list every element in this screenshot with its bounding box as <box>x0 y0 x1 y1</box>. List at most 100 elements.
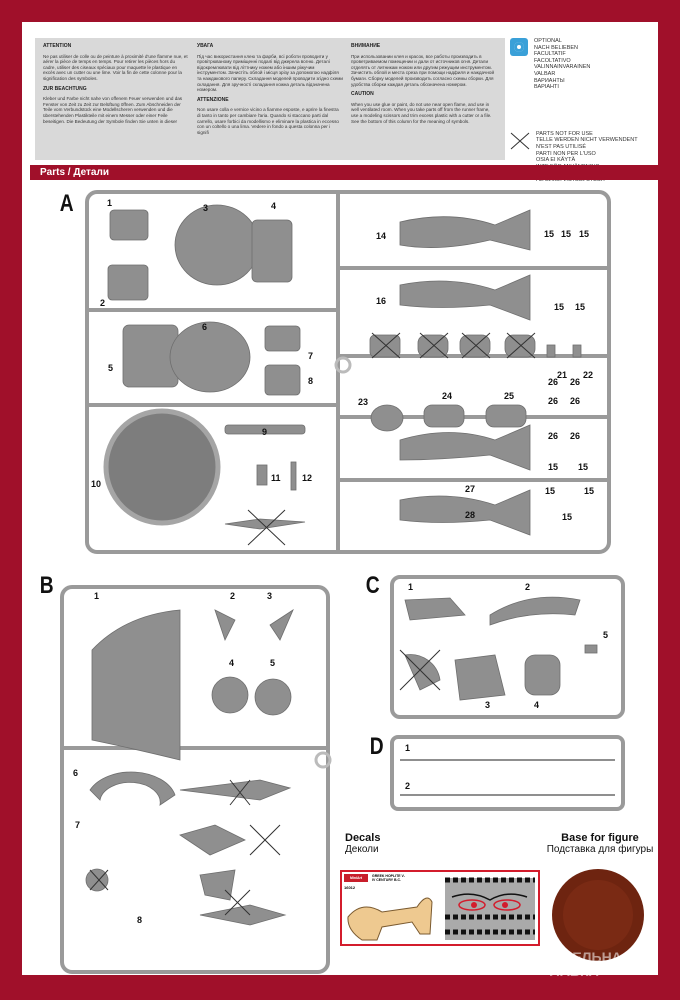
kit-number: 16012 <box>344 885 356 890</box>
part-label-a: 15 <box>562 512 573 522</box>
part-label-a: 28 <box>465 510 476 520</box>
part-label-c: 1 <box>408 582 414 592</box>
legend-line: PARTS NOT FOR USE <box>536 130 593 137</box>
part-label-b: 8 <box>137 915 143 925</box>
part-label-a: 22 <box>583 370 594 380</box>
uvaga-text: Під час використання клею та фарби, всі … <box>197 53 343 93</box>
legend-line: ВАРИАНТЫ <box>534 77 565 84</box>
cross-icon <box>510 132 530 150</box>
legend-line: OSIA EI KÄYTÄ <box>536 157 576 164</box>
decals-caption: Decals Деколи <box>345 832 380 855</box>
attention-text: Ne pas utiliser de colle ou de peinture … <box>43 53 188 81</box>
legend-line: N'EST PAS UTILISÉ <box>536 143 587 150</box>
part-label-a: 15 <box>561 229 572 239</box>
part-label-b: 4 <box>229 658 235 668</box>
part-label-a: 15 <box>578 462 589 472</box>
sprue-gate-a <box>334 356 352 374</box>
safety-notes: ATTENTION Ne pas utiliser de colle ou de… <box>35 38 505 160</box>
part-label-d: 2 <box>405 781 411 791</box>
watermark: МОДЕЛЬНАЯ ЛАВКА <box>540 950 632 978</box>
part-label-a: 26 <box>570 377 581 387</box>
parts-header-bar: Parts / Детали <box>30 165 670 180</box>
legend-line: VALINNAINVARAINEN <box>534 64 591 71</box>
part-label-b: 3 <box>267 591 273 601</box>
beachtung-text: Kleber und Farbe nicht nahe von offenem … <box>43 96 183 124</box>
decal-art <box>347 877 535 941</box>
part-label-a: 23 <box>358 397 369 407</box>
notes-column-3: ВНИМАНИЕ При использовании клея и красок… <box>351 42 497 156</box>
sprue-frames <box>60 190 625 974</box>
optional-icon <box>510 38 528 56</box>
kit-name: GREEK HOPLITE V-IV CENTURY B.C. <box>372 874 405 882</box>
vnimanie-text: При использовании клея и красок, все раб… <box>351 53 495 87</box>
part-label-c: 4 <box>534 700 540 710</box>
part-label-a: 15 <box>548 462 559 472</box>
part-label-a: 21 <box>557 370 568 380</box>
sprue-letter-d: D <box>369 733 384 760</box>
sprue-letter-c: C <box>365 572 380 599</box>
legend-line: OPTIONAL <box>534 38 562 44</box>
sprue-letter-a: A <box>59 190 74 217</box>
attenzione-text: Non usare colla e vernice vicino a fiamm… <box>197 107 339 135</box>
part-label-a: 26 <box>548 377 559 387</box>
base-top <box>563 880 633 950</box>
beachtung-title: ZUR BEACHTUNG <box>43 85 87 92</box>
decals-title-ru: Деколи <box>345 844 379 855</box>
part-label-a: 3 <box>203 203 209 213</box>
part-label-a: 25 <box>504 391 515 401</box>
base-title-ru: Подставка для фигуры <box>546 844 654 855</box>
legend-line: ВАРІАНТІ <box>534 84 559 91</box>
base-caption: Base for figure Подставка для фигуры <box>545 832 655 855</box>
part-label-a: 8 <box>308 376 314 386</box>
part-label-a: 14 <box>376 231 387 241</box>
part-label-a: 12 <box>302 473 313 483</box>
part-label-c: 5 <box>603 630 609 640</box>
part-label-a: 24 <box>442 391 453 401</box>
legend-line: FACOLTATIVO <box>534 57 571 64</box>
part-label-c: 3 <box>485 700 491 710</box>
vnimanie-title: ВНИМАНИЕ <box>351 43 381 49</box>
part-label-a: 27 <box>465 484 476 494</box>
part-label-a: 26 <box>548 396 559 406</box>
base-title: Base for figure <box>561 832 639 844</box>
part-label-a: 15 <box>584 486 595 496</box>
legend-line: FACULTATIF <box>534 51 566 58</box>
decal-sheet: MiniArt GREEK HOPLITE V-IV CENTURY B.C. … <box>340 870 540 946</box>
legend-line: VALBAR <box>534 70 556 77</box>
sprue-letter-b: B <box>39 572 54 599</box>
decals-title: Decals <box>345 832 381 844</box>
notes-column-1: ATTENTION Ne pas utiliser de colle ou de… <box>43 42 189 156</box>
part-label-a: 16 <box>376 296 387 306</box>
part-label-c: 2 <box>525 582 531 592</box>
part-label-b: 7 <box>75 820 81 830</box>
watermark-line-1: МОДЕЛЬНАЯ <box>540 949 632 965</box>
part-label-a: 26 <box>548 431 559 441</box>
part-label-a: 15 <box>545 486 556 496</box>
notes-column-2: УВАГА Під час використання клею та фарби… <box>197 42 343 156</box>
attention-title: ATTENTION <box>43 43 72 49</box>
legend-line: NACH BELIEBEN <box>534 44 579 51</box>
lion-decal <box>347 897 433 941</box>
legend-line: TELLE WERDEN NICHT VERWENDENT <box>536 137 638 144</box>
uvaga-title: УВАГА <box>197 43 214 49</box>
caution-text: When you use glue or paint, do not use n… <box>351 101 492 124</box>
part-label-a: 26 <box>570 396 581 406</box>
part-label-a: 15 <box>579 229 590 239</box>
part-label-a: 15 <box>544 229 555 239</box>
part-label-a: 7 <box>308 351 314 361</box>
attenzione-title: ATTENZIONE <box>197 96 229 103</box>
part-label-b: 6 <box>73 768 79 778</box>
part-label-a: 5 <box>108 363 114 373</box>
watermark-line-2: ЛАВКА <box>550 963 599 979</box>
part-label-a: 2 <box>100 298 106 308</box>
part-label-b: 2 <box>230 591 236 601</box>
part-label-a: 26 <box>570 431 581 441</box>
part-label-a: 10 <box>91 479 102 489</box>
part-label-b: 5 <box>270 658 276 668</box>
part-label-a: 15 <box>575 302 586 312</box>
sprue-gate-b <box>314 751 332 769</box>
not-for-use-crosses <box>89 332 536 916</box>
